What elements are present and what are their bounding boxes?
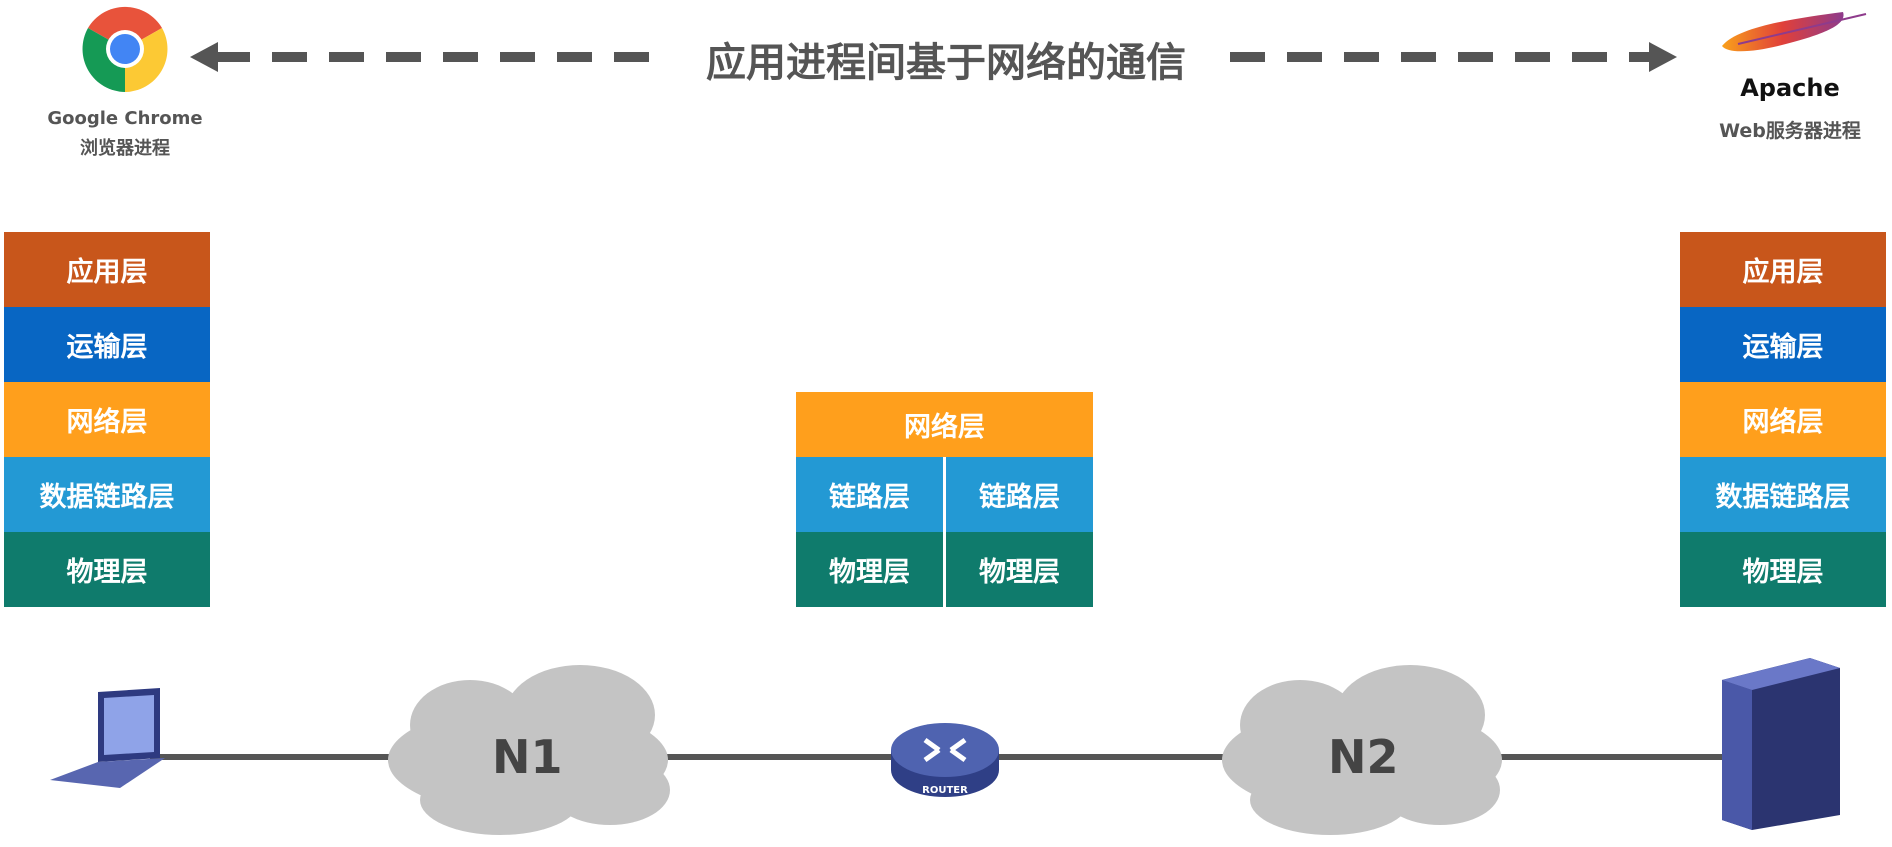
physical-layer: 物理层 [796,532,943,607]
transport-layer: 运输层 [1680,307,1886,382]
datalink-layer: 数据链路层 [4,457,210,532]
router-icon [891,723,999,797]
physical-layer: 物理层 [4,532,210,607]
server-icon [1722,658,1840,830]
client-name: Google Chrome [47,108,203,129]
network-layer: 网络层 [4,382,210,457]
application-layer: 应用层 [4,232,210,307]
network-topology [50,658,1840,835]
network-n2-label: N2 [1328,730,1399,784]
server-protocol-stack: 应用层 运输层 网络层 数据链路层 物理层 [1680,232,1886,607]
network-layer: 网络层 [796,392,1093,457]
server-desc: Web服务器进程 [1719,120,1861,142]
laptop-icon [50,688,165,788]
diagram-title: 应用进程间基于网络的通信 [0,30,1892,88]
network-layer: 网络层 [1680,382,1886,457]
bidirectional-dashed-arrow [190,42,1677,72]
client-protocol-stack: 应用层 运输层 网络层 数据链路层 物理层 [4,232,210,607]
router-label: ROUTER [922,785,968,796]
cloud-n1-icon [388,665,670,835]
transport-layer: 运输层 [4,307,210,382]
router-protocol-stack: 网络层 链路层 链路层 物理层 物理层 [796,392,1093,607]
datalink-layer: 链路层 [796,457,943,532]
network-n1-label: N1 [492,730,563,784]
apache-feather-icon [1722,12,1867,52]
client-desc: 浏览器进程 [80,138,170,159]
datalink-layer: 链路层 [946,457,1093,532]
server-name: Apache [1740,74,1840,102]
chrome-logo-icon [82,6,168,92]
application-layer: 应用层 [1680,232,1886,307]
cloud-n2-icon [1222,665,1502,835]
datalink-layer: 数据链路层 [1680,457,1886,532]
physical-layer: 物理层 [946,532,1093,607]
physical-layer: 物理层 [1680,532,1886,607]
